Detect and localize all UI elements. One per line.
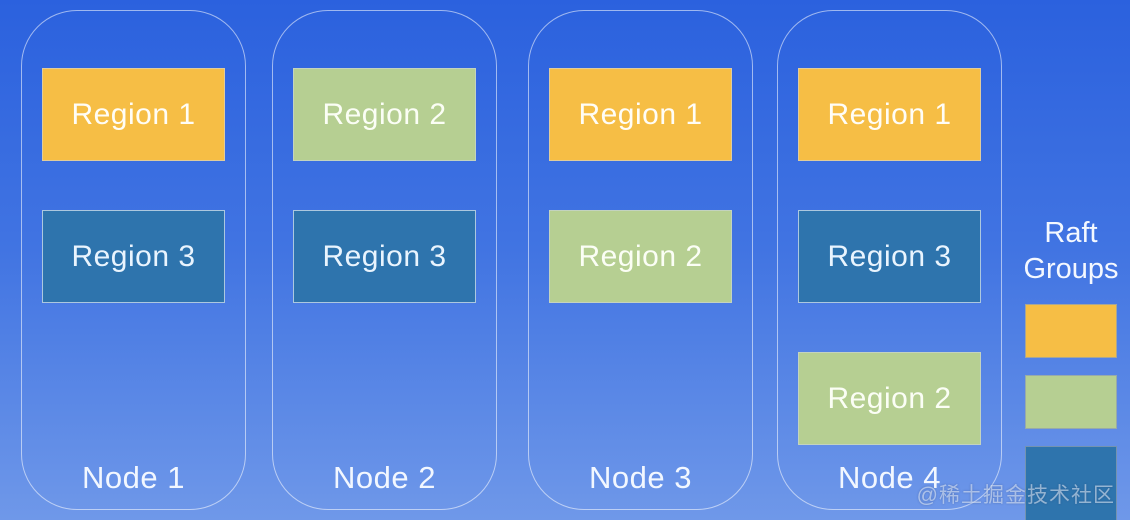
legend-title: Raft Groups: [1018, 215, 1124, 287]
region-box-region1: Region 1: [42, 68, 225, 161]
node-container-4: Region 1 Region 3 Region 2 Node 4: [777, 10, 1002, 510]
node-3-regions: Region 1 Region 2: [529, 11, 752, 303]
region-label: Region 2: [578, 239, 703, 273]
legend-swatches: [1018, 304, 1124, 520]
region-box-region3: Region 3: [42, 210, 225, 303]
node-1-label: Node 1: [82, 460, 185, 495]
region-label: Region 1: [827, 97, 952, 131]
region-box-region3: Region 3: [293, 210, 476, 303]
region-box-region2: Region 2: [293, 68, 476, 161]
region-label: Region 3: [71, 239, 196, 273]
region-box-region3: Region 3: [798, 210, 981, 303]
region-box-region1: Region 1: [798, 68, 981, 161]
legend-title-line1: Raft: [1044, 217, 1098, 249]
region-label: Region 3: [322, 239, 447, 273]
node-4-regions: Region 1 Region 3 Region 2: [778, 11, 1001, 445]
node-4-label: Node 4: [838, 460, 941, 495]
region-label: Region 2: [322, 97, 447, 131]
node-1-regions: Region 1 Region 3: [22, 11, 245, 303]
node-2-label: Node 2: [333, 460, 436, 495]
region-label: Region 2: [827, 381, 952, 415]
legend-swatch-region2: [1025, 375, 1117, 429]
node-container-2: Region 2 Region 3 Node 2: [272, 10, 497, 510]
legend-swatch-region3: [1025, 446, 1117, 520]
region-label: Region 1: [578, 97, 703, 131]
region-box-region2: Region 2: [549, 210, 732, 303]
region-label: Region 3: [827, 239, 952, 273]
node-container-1: Region 1 Region 3 Node 1: [21, 10, 246, 510]
watermark-text: @稀土掘金技术社区: [916, 484, 1115, 507]
region-box-region2: Region 2: [798, 352, 981, 445]
legend: Raft Groups: [1018, 215, 1124, 520]
legend-swatch-region1: [1025, 304, 1117, 358]
node-3-label: Node 3: [589, 460, 692, 495]
node-2-regions: Region 2 Region 3: [273, 11, 496, 303]
region-box-region1: Region 1: [549, 68, 732, 161]
legend-title-line2: Groups: [1023, 253, 1119, 285]
node-container-3: Region 1 Region 2 Node 3: [528, 10, 753, 510]
region-label: Region 1: [71, 97, 196, 131]
